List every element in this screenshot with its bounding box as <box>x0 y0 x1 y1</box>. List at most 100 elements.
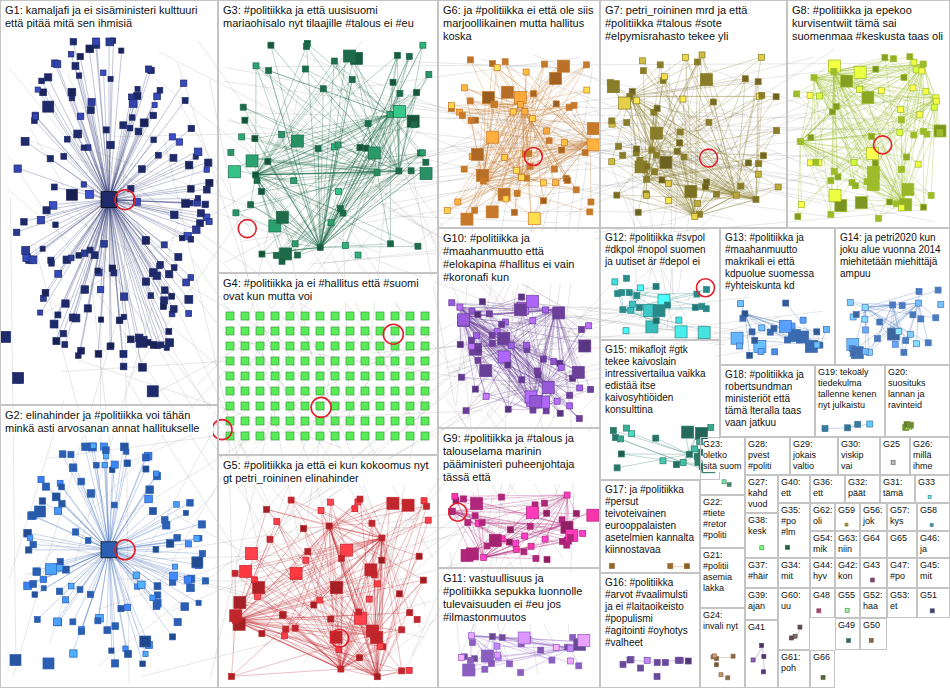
network-edge <box>532 90 586 118</box>
network-edge <box>797 64 924 94</box>
network-edge <box>610 83 736 196</box>
network-edge <box>464 142 590 169</box>
network-edge <box>61 361 234 372</box>
network-edge <box>72 200 109 317</box>
network-edge <box>508 409 533 411</box>
network-edge <box>854 303 918 350</box>
network-edge <box>276 329 399 537</box>
network-edge <box>882 64 924 91</box>
network-edge <box>695 195 736 216</box>
vertices <box>0 38 946 680</box>
network-edge <box>109 550 115 626</box>
network-edge <box>320 56 409 247</box>
network-edge <box>825 427 848 429</box>
network-edge <box>105 465 109 549</box>
network-edge <box>798 64 923 217</box>
network-edge <box>484 510 530 558</box>
network-edge <box>109 550 190 587</box>
network-edge <box>164 139 264 569</box>
network-edge <box>71 91 109 199</box>
network-edge <box>109 200 196 229</box>
network-edge <box>109 200 173 309</box>
network-edge <box>261 192 320 248</box>
network-edge <box>494 104 521 105</box>
network-edge <box>616 438 684 463</box>
network-edge <box>612 124 736 195</box>
network-edge <box>484 281 614 423</box>
network-edge <box>329 526 377 677</box>
network-edge <box>109 457 146 550</box>
network-edge <box>472 346 533 410</box>
network-edge <box>621 439 684 463</box>
network-edge <box>9 68 313 440</box>
network-edge <box>461 297 521 317</box>
network-edge <box>472 491 557 648</box>
network-edge <box>461 317 560 413</box>
network-edge <box>381 538 383 647</box>
network-edge <box>461 317 579 418</box>
network-edge <box>834 57 910 72</box>
network-edge <box>25 531 294 574</box>
network-edge <box>800 142 870 170</box>
network-edge <box>109 200 159 347</box>
network-edge <box>298 171 399 255</box>
network-edge <box>490 134 590 142</box>
network-edge <box>452 511 571 537</box>
network-edge <box>814 57 885 77</box>
network-edge <box>800 69 857 141</box>
network-edge <box>329 526 423 580</box>
network-edge <box>447 104 520 210</box>
network-edge <box>800 142 831 181</box>
network-edge <box>291 500 329 526</box>
network-edge <box>865 307 904 352</box>
network-edge <box>906 303 919 340</box>
network-edge <box>870 303 919 352</box>
network-edge <box>531 495 567 546</box>
network-edge <box>256 89 324 175</box>
network-edge <box>461 317 569 405</box>
group-links <box>17 41 940 677</box>
network-edge <box>452 495 567 511</box>
network-edge <box>55 63 109 200</box>
network-edge <box>452 511 525 536</box>
network-edge <box>516 495 567 543</box>
network-edge <box>81 550 109 631</box>
network-edge <box>745 314 817 332</box>
network-edge <box>528 100 850 219</box>
network-edge <box>612 162 695 217</box>
network-edge <box>520 104 590 125</box>
network-edge <box>24 200 109 222</box>
network-edge <box>109 550 128 653</box>
network-edge <box>329 526 382 538</box>
network-edge <box>800 59 893 142</box>
network-edge <box>736 57 761 195</box>
network-edge <box>320 162 426 247</box>
network-edge <box>238 136 388 369</box>
network-edge <box>800 107 836 142</box>
network-edge <box>320 173 377 248</box>
network-edge <box>630 58 686 97</box>
network-edge <box>461 317 533 410</box>
network-edge <box>621 454 683 463</box>
network-edge <box>233 613 378 677</box>
network-edge <box>729 203 830 217</box>
network-edge <box>109 200 169 342</box>
network-edge <box>647 179 695 216</box>
network-edge <box>919 303 929 343</box>
network-edge <box>282 134 377 172</box>
network-edge <box>320 110 397 247</box>
network-edge <box>377 506 426 676</box>
network-edge <box>62 454 109 550</box>
network-edge <box>320 173 377 248</box>
network-edge <box>520 104 549 140</box>
network-edge <box>800 89 859 141</box>
network-edge <box>43 550 109 579</box>
network-edge <box>109 102 132 199</box>
network-edge <box>914 64 923 135</box>
network-edge <box>249 158 377 173</box>
network-edge <box>51 200 109 260</box>
network-edge <box>262 526 329 634</box>
network-edge <box>461 317 529 397</box>
network-edge <box>511 346 579 419</box>
